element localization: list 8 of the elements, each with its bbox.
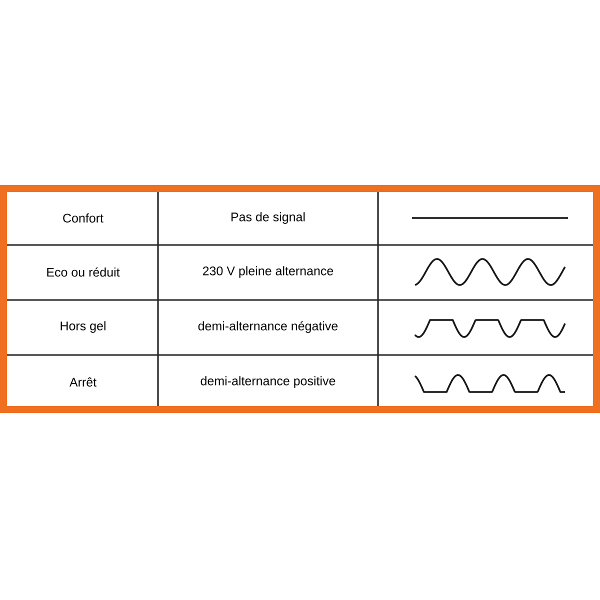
table-text: Hors gel	[60, 321, 106, 333]
table-text: 230 V pleine alternance	[202, 266, 334, 278]
table-text: Eco ou réduit	[47, 267, 120, 277]
table-text: demi-alternance négative	[198, 321, 338, 333]
table-text: Confort	[63, 213, 104, 223]
table-text: Pas de signal	[232, 212, 305, 224]
table-text: demi-alternance positive	[200, 376, 336, 388]
table-text: Arrêt	[70, 377, 96, 387]
